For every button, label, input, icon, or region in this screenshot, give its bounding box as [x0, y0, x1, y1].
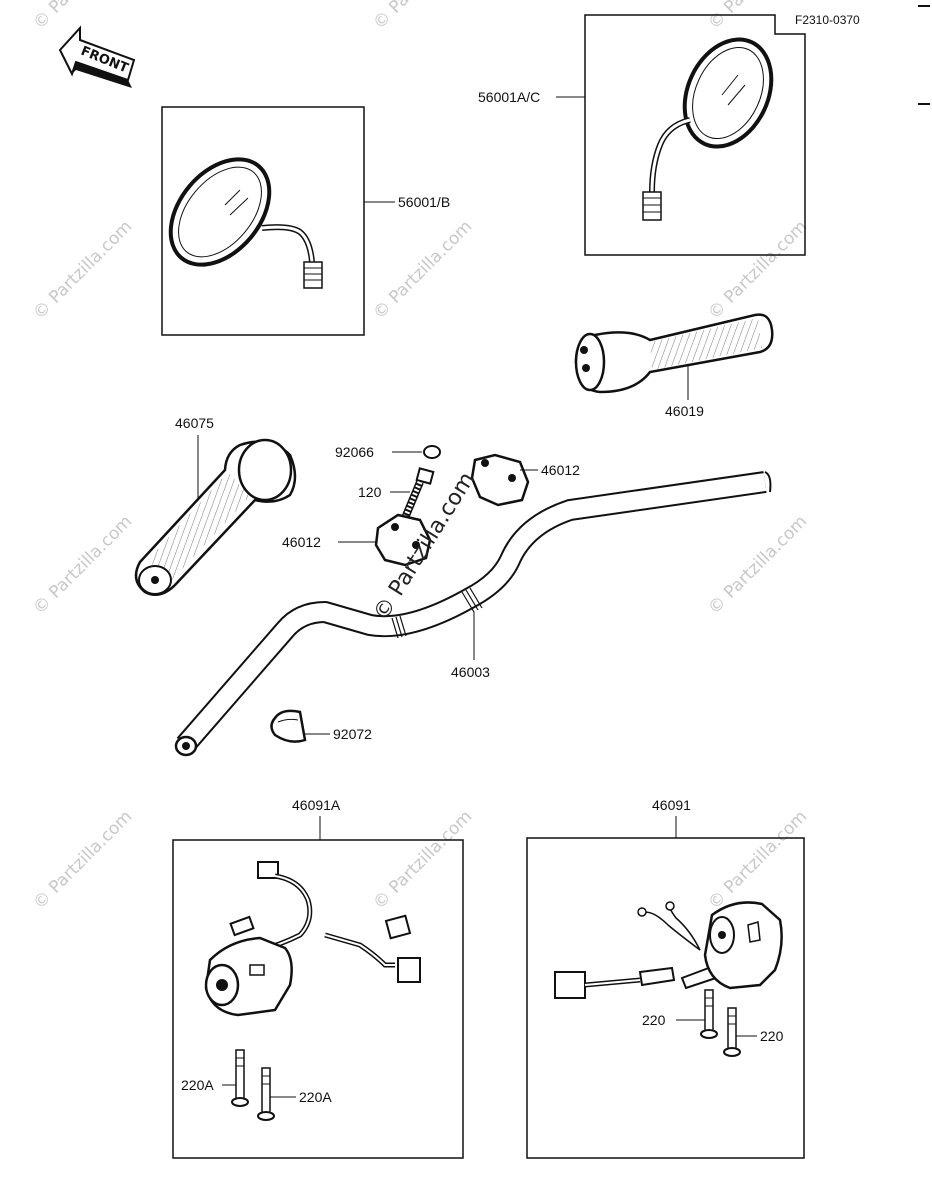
mirror-right-icon: [642, 37, 774, 221]
watermark: © Partzilla.com: [29, 217, 136, 324]
watermark: © Partzilla.com: [704, 217, 811, 324]
label-holder-upper: 46012: [541, 462, 580, 478]
screw-left-1-icon: [231, 1049, 249, 1107]
watermark: © Partzilla.com: [29, 807, 136, 914]
label-screw-right-2: 220: [760, 1028, 784, 1044]
mirror-right-box: [584, 14, 806, 256]
figure-code: F2310-0370: [795, 13, 860, 27]
label-switch-left: 46091A: [292, 797, 341, 813]
label-screw-left-1: 220A: [181, 1077, 214, 1093]
screw-right-2-icon: [723, 1007, 741, 1057]
watermark: © Partzilla.com: [29, 512, 136, 619]
switch-right-icon: [554, 901, 783, 999]
label-clamp: 92072: [333, 726, 372, 742]
switch-right-box: [526, 837, 805, 1159]
grip-right-icon: [574, 313, 774, 394]
cap-icon: [423, 445, 441, 459]
screw-right-1-icon: [700, 989, 718, 1039]
label-bolt: 120: [358, 484, 382, 500]
label-holder-lower: 46012: [282, 534, 321, 550]
mirror-left-icon: [168, 157, 323, 289]
watermark: © Partzilla.com: [369, 0, 476, 34]
label-switch-right: 46091: [652, 797, 691, 813]
label-mirror-right: 56001A/C: [478, 89, 540, 105]
label-grip-right: 46019: [665, 403, 704, 419]
watermark: © Partzilla.com: [369, 217, 476, 324]
watermark: © Partzilla.com: [369, 807, 476, 914]
switch-left-icon: [204, 861, 421, 1017]
front-arrow-icon: FRONT: [58, 25, 136, 88]
switch-left-box: [172, 839, 464, 1159]
holder-upper-icon: [470, 453, 530, 507]
label-screw-left-2: 220A: [299, 1089, 332, 1105]
label-handlebar: 46003: [451, 664, 490, 680]
screw-left-2-icon: [257, 1067, 275, 1121]
label-grip-left: 46075: [175, 415, 214, 431]
label-mirror-left: 56001/B: [398, 194, 450, 210]
watermark: © Partzilla.com: [29, 0, 136, 34]
clamp-icon: [270, 709, 307, 743]
holder-lower-icon: [374, 513, 432, 567]
handlebar-icon: [174, 471, 772, 757]
watermark: © Partzilla.com: [704, 512, 811, 619]
grip-left-icon: [134, 438, 297, 597]
mirror-left-box: [161, 106, 365, 336]
label-cap: 92066: [335, 444, 374, 460]
watermark: © Partzilla.com: [704, 807, 811, 914]
label-screw-right-1: 220: [642, 1012, 666, 1028]
